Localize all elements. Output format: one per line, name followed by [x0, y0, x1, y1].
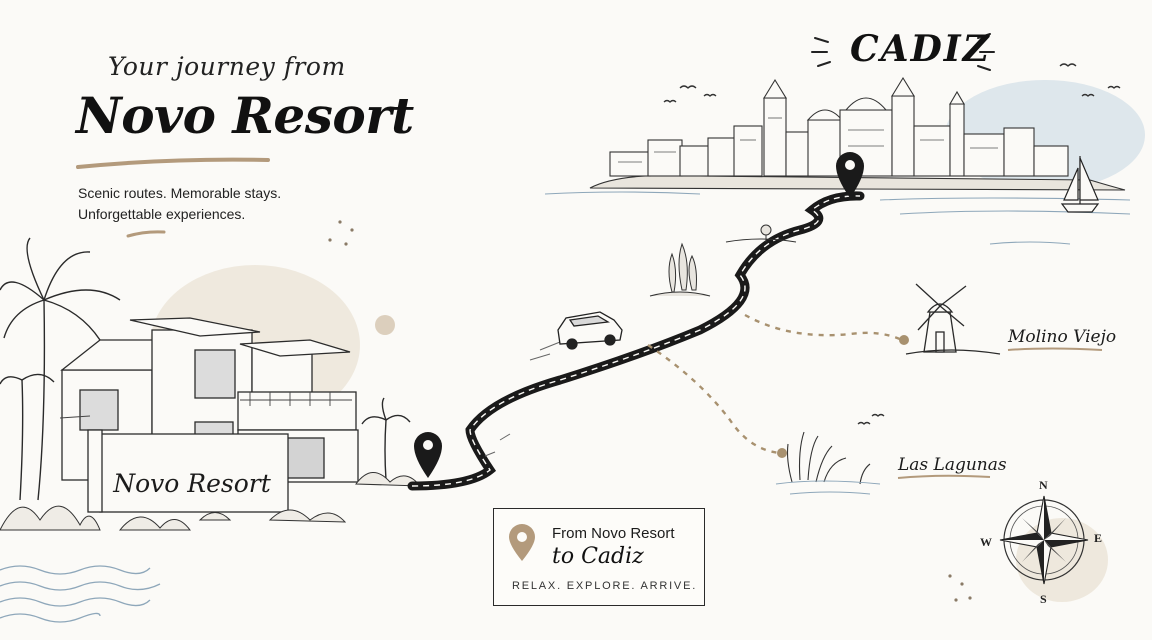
las-lagunas-label: Las Lagunas	[898, 455, 1007, 475]
car-icon	[557, 311, 623, 350]
route-info-card: From Novo Resort to Cadiz RELAX. EXPLORE…	[493, 508, 705, 606]
card-slogan: RELAX. EXPLORE. ARRIVE.	[512, 580, 698, 592]
cypress-trees-icon	[649, 242, 711, 297]
journey-subtitle: Your journey from	[108, 52, 346, 81]
road-shoulder-marks	[484, 341, 561, 457]
small-tree-icon	[725, 224, 797, 243]
molino-label-underline	[1007, 347, 1103, 351]
resort-sign-text: Novo Resort	[113, 468, 271, 498]
destination-label: CADIZ	[850, 28, 991, 70]
sailboat-icon	[1060, 156, 1100, 213]
tagline-line-1: Scenic routes. Memorable stays.	[78, 185, 282, 201]
shrubs	[0, 472, 422, 531]
balcony-rails	[59, 392, 352, 419]
lagunas-label-underline	[897, 474, 991, 479]
birds-icon	[663, 63, 1121, 425]
city-label-dashes	[811, 33, 995, 71]
card-destination-text: to Cadiz	[552, 544, 644, 569]
resort-building	[60, 317, 359, 513]
windmill-icon	[905, 283, 1001, 355]
destination-pin-icon	[836, 152, 864, 198]
road-centerline	[411, 195, 861, 487]
compass-east-label: E	[1094, 531, 1103, 545]
page-title: Novo Resort	[76, 86, 414, 145]
molino-waypoint	[899, 335, 909, 345]
compass-south-label: S	[1040, 592, 1047, 606]
cadiz-skyline	[589, 76, 1126, 191]
start-pin-icon	[414, 432, 442, 478]
dashed-route-lagunas	[647, 344, 781, 455]
palm-tree-icon	[0, 237, 411, 501]
compass-west-label: W	[980, 535, 992, 549]
sun-dot	[375, 315, 395, 335]
sparkle-dots	[328, 220, 972, 602]
compass-north-label: N	[1039, 478, 1048, 492]
molino-viejo-label: Molino Viejo	[1008, 327, 1117, 347]
card-origin-text: From Novo Resort	[552, 525, 675, 542]
tagline-line-2: Unforgettable experiences.	[78, 206, 246, 222]
compass-rose-icon	[999, 495, 1089, 585]
water-waves	[0, 565, 161, 623]
lagoon-water	[775, 480, 881, 495]
skyline-windows	[618, 117, 998, 163]
tagline-underline	[126, 230, 166, 238]
location-pin-icon	[509, 524, 535, 561]
road-route	[407, 191, 865, 491]
tagline: Scenic routes. Memorable stays. Unforget…	[78, 183, 338, 225]
reeds-icon	[786, 431, 871, 485]
title-underline	[76, 157, 270, 169]
lagunas-waypoint	[777, 448, 787, 458]
dashed-route-molino	[744, 313, 903, 342]
